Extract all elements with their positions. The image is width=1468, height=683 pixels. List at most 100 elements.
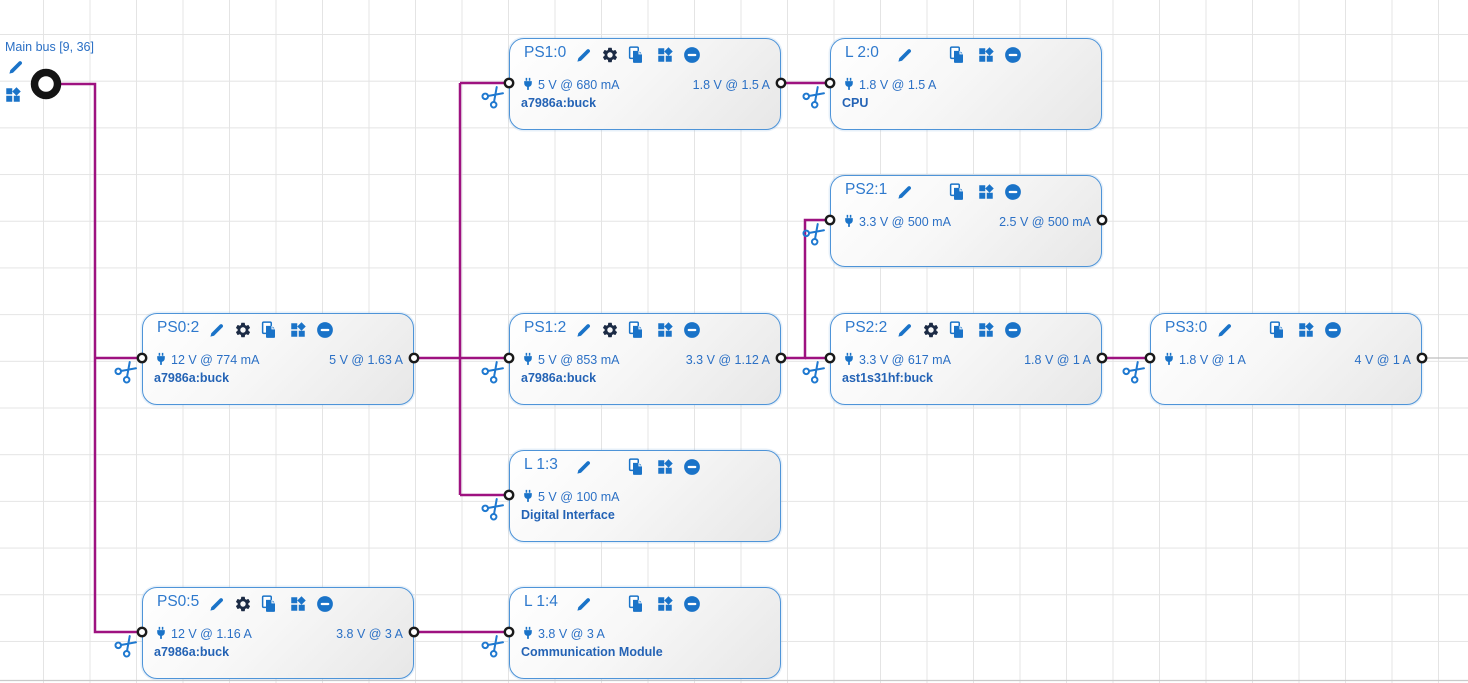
remove-icon[interactable]	[316, 595, 334, 613]
node-ps0-5[interactable]: PS0:5 12 V @ 1.16 A 3.8 V @ 3 A a7986a:b…	[142, 587, 414, 679]
disconnect-scissors-icon[interactable]	[801, 220, 828, 247]
disconnect-scissors-icon[interactable]	[1121, 358, 1148, 385]
edit-icon[interactable]	[896, 321, 914, 339]
part-name: CPU	[842, 96, 869, 110]
settings-icon[interactable]	[601, 46, 619, 64]
disconnect-scissors-icon[interactable]	[113, 632, 140, 659]
part-name: a7986a:buck	[154, 371, 230, 385]
input-rating: 5 V @ 853 mA	[538, 353, 620, 367]
node-ps2-1[interactable]: PS2:1 3.3 V @ 500 mA 2.5 V @ 500 mA	[830, 175, 1102, 267]
parts-icon[interactable]	[1297, 321, 1315, 339]
edit-icon[interactable]	[896, 183, 914, 201]
remove-icon[interactable]	[683, 458, 701, 476]
edit-icon[interactable]	[208, 595, 226, 613]
edit-icon[interactable]	[208, 321, 226, 339]
output-rating: 1.8 V @ 1 A	[1024, 353, 1091, 367]
part-name: a7986a:buck	[154, 645, 230, 659]
edit-icon[interactable]	[896, 46, 914, 64]
node-ps2-2[interactable]: PS2:2 3.3 V @ 617 mA 1.8 V @ 1 A ast1s31…	[830, 313, 1102, 405]
copy-icon[interactable]	[627, 46, 645, 64]
remove-icon[interactable]	[1324, 321, 1342, 339]
disconnect-scissors-icon[interactable]	[113, 358, 140, 385]
output-rating: 3.3 V @ 1.12 A	[685, 353, 770, 367]
part-name: a7986a:buck	[521, 96, 597, 110]
parts-icon[interactable]	[977, 183, 995, 201]
plug-icon	[154, 350, 168, 368]
parts-icon[interactable]	[656, 458, 674, 476]
input-rating: 1.8 V @ 1 A	[1179, 353, 1246, 367]
copy-icon[interactable]	[627, 458, 645, 476]
connection-wire[interactable]	[61, 82, 142, 634]
remove-icon[interactable]	[683, 321, 701, 339]
disconnect-scissors-icon[interactable]	[801, 83, 828, 110]
plug-icon	[842, 350, 856, 368]
edit-icon[interactable]	[7, 58, 25, 76]
node-title: L 2:0	[845, 44, 879, 61]
parts-icon[interactable]	[656, 321, 674, 339]
input-rating: 12 V @ 1.16 A	[171, 627, 252, 641]
node-title: PS2:1	[845, 181, 888, 198]
parts-icon[interactable]	[656, 595, 674, 613]
disconnect-scissors-icon[interactable]	[480, 358, 507, 385]
copy-icon[interactable]	[1268, 321, 1286, 339]
copy-icon[interactable]	[627, 321, 645, 339]
copy-icon[interactable]	[948, 321, 966, 339]
connection-wire[interactable]	[781, 218, 830, 360]
node-l2-0[interactable]: L 2:0 1.8 V @ 1.5 A CPU	[830, 38, 1102, 130]
parts-icon[interactable]	[977, 321, 995, 339]
copy-icon[interactable]	[260, 595, 278, 613]
disconnect-scissors-icon[interactable]	[801, 358, 828, 385]
main-bus-label: Main bus [9, 36]	[5, 40, 94, 54]
parts-icon[interactable]	[4, 86, 22, 104]
node-title: L 1:3	[524, 456, 558, 473]
copy-icon[interactable]	[627, 595, 645, 613]
node-l1-4[interactable]: L 1:4 3.8 V @ 3 A Communication Module	[509, 587, 781, 679]
input-rating: 1.8 V @ 1.5 A	[859, 78, 937, 92]
edit-icon[interactable]	[575, 595, 593, 613]
node-ps1-2[interactable]: PS1:2 5 V @ 853 mA 3.3 V @ 1.12 A a7986a…	[509, 313, 781, 405]
settings-icon[interactable]	[601, 321, 619, 339]
node-ps3-0[interactable]: PS3:0 1.8 V @ 1 A 4 V @ 1 A	[1150, 313, 1422, 405]
output-rating: 1.8 V @ 1.5 A	[692, 78, 770, 92]
remove-icon[interactable]	[1004, 183, 1022, 201]
node-ps1-0[interactable]: PS1:0 5 V @ 680 mA 1.8 V @ 1.5 A a7986a:…	[509, 38, 781, 130]
disconnect-scissors-icon[interactable]	[480, 83, 507, 110]
input-rating: 12 V @ 774 mA	[171, 353, 260, 367]
node-title: PS3:0	[1165, 319, 1208, 336]
settings-icon[interactable]	[234, 321, 252, 339]
remove-icon[interactable]	[683, 595, 701, 613]
plug-icon	[521, 624, 535, 642]
input-rating: 5 V @ 680 mA	[538, 78, 620, 92]
input-rating: 3.3 V @ 500 mA	[859, 215, 951, 229]
plug-icon	[521, 487, 535, 505]
part-name: Communication Module	[521, 645, 663, 659]
remove-icon[interactable]	[316, 321, 334, 339]
settings-icon[interactable]	[922, 321, 940, 339]
parts-icon[interactable]	[977, 46, 995, 64]
parts-icon[interactable]	[289, 321, 307, 339]
disconnect-scissors-icon[interactable]	[480, 495, 507, 522]
node-l1-3[interactable]: L 1:3 5 V @ 100 mA Digital Interface	[509, 450, 781, 542]
edit-icon[interactable]	[1216, 321, 1234, 339]
plug-icon	[842, 75, 856, 93]
edit-icon[interactable]	[575, 321, 593, 339]
node-ps0-2[interactable]: PS0:2 12 V @ 774 mA 5 V @ 1.63 A a7986a:…	[142, 313, 414, 405]
settings-icon[interactable]	[234, 595, 252, 613]
disconnect-scissors-icon[interactable]	[480, 632, 507, 659]
remove-icon[interactable]	[1004, 321, 1022, 339]
copy-icon[interactable]	[948, 183, 966, 201]
edit-icon[interactable]	[575, 458, 593, 476]
remove-icon[interactable]	[683, 46, 701, 64]
copy-icon[interactable]	[948, 46, 966, 64]
edit-icon[interactable]	[575, 46, 593, 64]
parts-icon[interactable]	[656, 46, 674, 64]
output-rating: 5 V @ 1.63 A	[329, 353, 403, 367]
main-bus-node[interactable]	[30, 68, 62, 100]
output-rating: 3.8 V @ 3 A	[336, 627, 403, 641]
remove-icon[interactable]	[1004, 46, 1022, 64]
node-title: PS0:5	[157, 593, 200, 610]
copy-icon[interactable]	[260, 321, 278, 339]
parts-icon[interactable]	[289, 595, 307, 613]
node-title: PS0:2	[157, 319, 200, 336]
